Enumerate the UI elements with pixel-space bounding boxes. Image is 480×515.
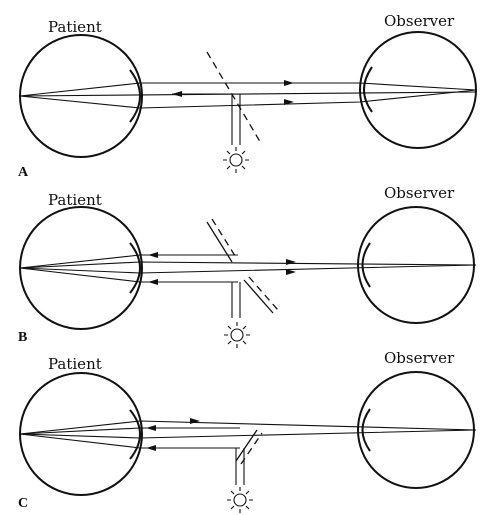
arrow-left-lower-c — [146, 445, 156, 451]
ray-lower-a — [19, 89, 477, 109]
ray-lower-c — [19, 433, 240, 449]
patient-label-b: Patient — [48, 191, 102, 209]
patient-cornea-c — [129, 409, 141, 460]
ray-lower-b — [19, 267, 238, 283]
lamp-icon-b — [224, 322, 250, 348]
observer-cornea-b — [361, 242, 371, 288]
mirror-lower-dashed-b — [248, 276, 279, 311]
arrow-right-upper-a — [284, 80, 294, 86]
ray-upper-a — [19, 82, 477, 97]
panel-c — [19, 371, 477, 513]
patient-cornea-b — [129, 242, 141, 294]
mirror-lower-b — [243, 279, 274, 314]
ray-through-upper-b — [19, 261, 477, 269]
arrow-right-lower-b — [286, 269, 296, 275]
panel-a — [19, 31, 477, 173]
arrow-left-upper-b — [148, 252, 158, 258]
ray-through-lower-b — [19, 264, 477, 274]
observer-label-a: Observer — [384, 12, 455, 30]
lamp-icon-a — [223, 147, 249, 173]
mirror-dashed-a — [206, 51, 263, 146]
observer-label-b: Observer — [384, 184, 455, 202]
ray-mid-c — [19, 427, 240, 435]
ray-upper-b — [19, 254, 238, 269]
mirror-c — [235, 429, 258, 462]
arrow-right-upper-b — [286, 259, 296, 265]
observer-eye-a — [359, 31, 477, 149]
patient-label-a: Patient — [48, 18, 102, 36]
panel-letter-b: B — [18, 330, 28, 345]
panel-letter-c: C — [18, 496, 29, 511]
arrow-left-lower-b — [148, 279, 158, 285]
mirror-dashed-c — [240, 432, 263, 465]
patient-cornea-a — [129, 69, 141, 123]
ray-through-c — [19, 429, 477, 439]
patient-eye-c — [19, 372, 143, 496]
patient-eye-b — [19, 206, 143, 330]
arrow-right-lower-a — [284, 99, 294, 105]
arrow-right-c — [190, 418, 200, 424]
arrow-left-upper-c — [146, 425, 156, 431]
panel-b — [19, 206, 477, 348]
mirror-upper-dashed-b — [211, 218, 238, 260]
observer-cornea-c — [361, 408, 371, 452]
patient-label-c: Patient — [48, 355, 102, 373]
observer-label-c: Observer — [384, 349, 455, 367]
panel-letter-a: A — [18, 165, 29, 180]
mirror-upper-b — [206, 221, 233, 263]
ray-axis-a — [19, 91, 477, 97]
lamp-icon-c — [227, 487, 253, 513]
arrow-left-a — [172, 91, 182, 97]
ray-upper-c — [19, 420, 477, 435]
observer-cornea-a — [363, 66, 373, 113]
